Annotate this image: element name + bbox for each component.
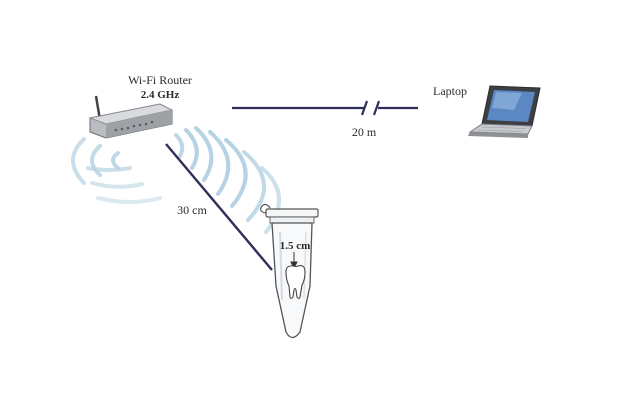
laptop-icon (468, 85, 541, 138)
distance-laptop-label: 20 m (352, 125, 377, 139)
router-laptop-link (232, 100, 418, 116)
wifi-router-icon (88, 95, 174, 139)
depth-label: 1.5 cm (280, 240, 311, 252)
wifi-waves-left (71, 137, 162, 204)
depth-arrow (290, 252, 298, 270)
router-frequency: 2.4 GHz (141, 89, 180, 101)
distance-tube-label: 30 cm (177, 203, 207, 217)
laptop-label: Laptop (433, 84, 467, 98)
router-label: Wi-Fi Router (128, 73, 192, 87)
router-tube-link (165, 143, 273, 271)
wifi-waves-right (174, 126, 282, 234)
tooth-icon (285, 265, 306, 300)
